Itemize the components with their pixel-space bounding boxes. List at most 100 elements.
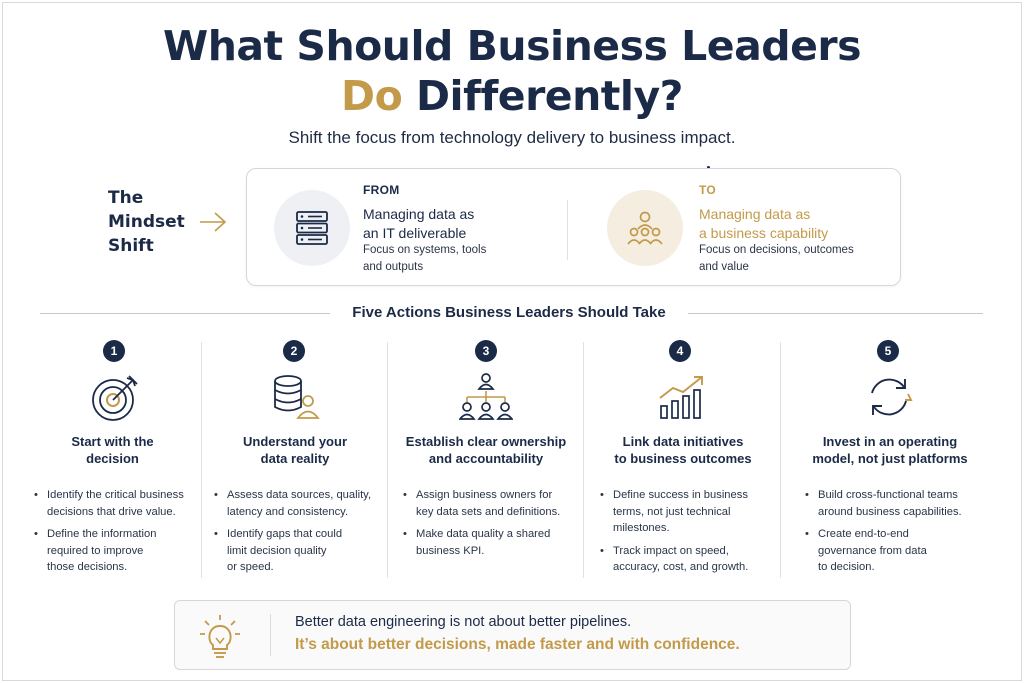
action-title-line: Invest in an operating — [822, 434, 958, 449]
to-description-line: and value — [699, 261, 749, 273]
lightbulb-icon — [200, 615, 240, 658]
list-item: Create end-to-end governance from data t… — [805, 526, 990, 576]
section-title: Five Actions Business Leaders Should Tak… — [352, 304, 666, 321]
growth-chart-icon — [659, 376, 703, 419]
column-divider — [201, 342, 202, 578]
list-item-line: milestones. — [613, 522, 670, 534]
column-divider — [583, 342, 584, 578]
action-title: Start with the decision — [45, 433, 180, 467]
mindset-shift-card — [246, 168, 901, 286]
title-rest: Differently? — [416, 72, 683, 120]
list-item: Define success in business terms, not ju… — [600, 487, 778, 537]
from-label: FROM — [363, 183, 400, 197]
list-item-line: governance from data — [818, 544, 927, 557]
key-message-line1: Better data engineering is not about bet… — [295, 614, 632, 630]
action-title-line: to business outcomes — [614, 451, 752, 466]
divider — [567, 200, 568, 260]
action-title-line: Establish clear ownership — [405, 434, 567, 449]
to-icon-circle — [607, 190, 683, 266]
list-item: Identify the critical business decisions… — [34, 487, 200, 520]
action-title-line: decision — [86, 451, 139, 466]
step-number-badge: 2 — [283, 340, 305, 362]
from-description-line: and outputs — [363, 261, 424, 273]
list-item-line: decisions that drive value. — [47, 505, 176, 518]
list-item-line: Assign business owners for — [416, 489, 553, 501]
action-title: Link data initiatives to business outcom… — [598, 433, 768, 467]
list-item: Assign business owners for key data sets… — [403, 487, 581, 520]
list-item-line: business KPI. — [416, 544, 485, 557]
list-item-line: to decision. — [818, 561, 875, 573]
to-heading-line: Managing data as — [699, 206, 811, 222]
to-heading-line: a business capability — [699, 225, 829, 241]
action-bullet-list: Build cross-functional teams around busi… — [805, 487, 990, 582]
key-message-line2: It’s about better decisions, made faster… — [295, 636, 740, 653]
list-item-line: Track impact on speed, — [613, 544, 729, 557]
to-description-line: Focus on decisions, outcomes — [699, 244, 854, 256]
from-heading: Managing data as an IT deliverable — [363, 205, 523, 243]
list-item-line: required to improve — [47, 544, 144, 557]
database-user-icon — [274, 375, 320, 419]
step-number-badge: 5 — [877, 340, 899, 362]
page-title-line2: Do Differently? — [0, 72, 1024, 120]
list-item-line: those decisions. — [47, 561, 128, 573]
mindset-label-line: Mindset — [108, 212, 185, 232]
divider — [270, 614, 271, 656]
list-item-line: terms, not just technical — [613, 505, 731, 518]
list-item-line: or speed. — [227, 561, 274, 573]
list-item-line: latency and consistency. — [227, 505, 349, 518]
subtitle: Shift the focus from technology delivery… — [288, 128, 736, 147]
action-title-line: Understand your — [242, 434, 347, 449]
column-divider — [387, 342, 388, 578]
to-label: TO — [699, 183, 717, 197]
list-item: Make data quality a shared business KPI. — [403, 526, 581, 559]
list-item-line: key data sets and definitions. — [416, 505, 561, 518]
action-title: Understand your data reality — [220, 433, 370, 467]
list-item-line: Identify the critical business — [47, 489, 184, 501]
from-icon-circle — [274, 190, 350, 266]
from-heading-line: Managing data as — [363, 206, 475, 222]
list-item-line: Identify gaps that could — [227, 528, 343, 540]
to-description: Focus on decisions, outcomes and value — [699, 242, 879, 276]
list-item: Assess data sources, quality, latency an… — [214, 487, 386, 520]
action-bullet-list: Define success in business terms, not ju… — [600, 487, 778, 582]
action-bullet-list: Assign business owners for key data sets… — [403, 487, 581, 565]
mindset-label-line: Shift — [108, 236, 154, 256]
action-title-line: Start with the — [71, 434, 154, 449]
from-description: Focus on systems, tools and outputs — [363, 242, 523, 276]
org-chart-icon — [459, 373, 513, 420]
column-divider — [780, 342, 781, 578]
step-number-badge: 3 — [475, 340, 497, 362]
mindset-label-line: The — [108, 188, 144, 208]
list-item: Identify gaps that could limit decision … — [214, 526, 386, 576]
from-description-line: Focus on systems, tools — [363, 244, 487, 256]
list-item: Track impact on speed, accuracy, cost, a… — [600, 543, 778, 576]
action-bullet-list: Identify the critical business decisions… — [34, 487, 200, 582]
step-number-badge: 4 — [669, 340, 691, 362]
decorative-dot — [707, 166, 710, 169]
list-item-line: around business capabilities. — [818, 505, 962, 518]
page-title-line1: What Should Business Leaders — [162, 22, 862, 70]
list-item-line: accuracy, cost, and growth. — [613, 561, 749, 573]
to-heading: Managing data as a business capability — [699, 205, 869, 243]
action-title-line: and accountability — [428, 451, 544, 466]
list-item: Build cross-functional teams around busi… — [805, 487, 990, 520]
section-rule-left — [40, 313, 330, 314]
from-heading-line: an IT deliverable — [363, 225, 467, 241]
action-title-line: Link data initiatives — [622, 434, 744, 449]
action-title-line: model, not just platforms — [812, 451, 968, 466]
list-item-line: Make data quality a shared — [416, 528, 551, 540]
list-item-line: Assess data sources, quality, — [227, 489, 372, 501]
cycle-icon — [871, 378, 913, 416]
list-item-line: Build cross-functional teams — [818, 489, 958, 501]
list-item-line: Define the information — [47, 528, 157, 540]
action-title: Establish clear ownership and accountabi… — [400, 433, 572, 467]
server-icon — [296, 211, 328, 245]
step-number-badge: 1 — [103, 340, 125, 362]
action-title-line: data reality — [260, 451, 330, 466]
arrow-right-icon — [200, 212, 227, 232]
list-item-line: limit decision quality — [227, 544, 327, 557]
action-bullet-list: Assess data sources, quality, latency an… — [214, 487, 386, 582]
target-icon — [92, 375, 138, 421]
list-item-line: Create end-to-end — [818, 528, 909, 540]
